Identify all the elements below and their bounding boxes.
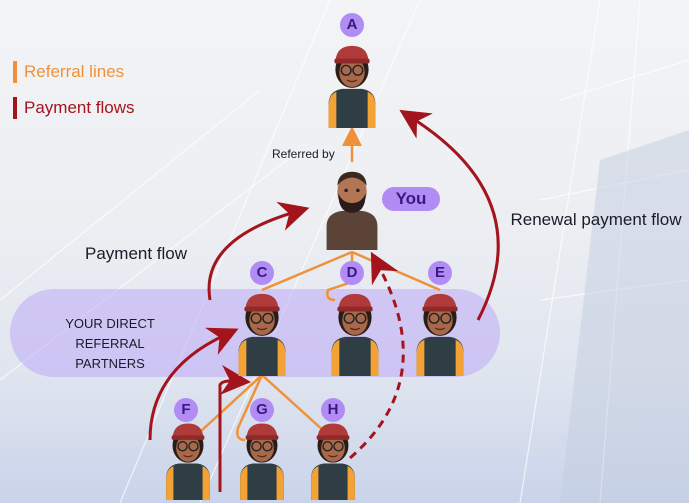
- payment-arrow-h-d: [349, 251, 405, 460]
- avatar-h: [310, 422, 356, 500]
- avatar-a: [327, 45, 377, 128]
- referred-by-label: Referred by: [272, 147, 335, 161]
- node-badge-d: D: [340, 261, 364, 285]
- node-badge-c: C: [250, 261, 274, 285]
- legend-referral-lines: Referral lines: [13, 61, 124, 83]
- referral-line-h-c: [261, 374, 326, 433]
- node-badge-f: F: [174, 398, 198, 422]
- referral-line-g-c: [236, 374, 264, 442]
- renewal-payment-flow-label: Renewal payment flow: [510, 210, 682, 229]
- referral-lines: [199, 126, 441, 442]
- referral-line-d-you: [326, 252, 354, 302]
- referral-line-e-you: [351, 250, 441, 292]
- renewal-arrow-e-a: [399, 109, 500, 321]
- node-badge-a: A: [340, 13, 364, 37]
- direct-partners-label: YOUR DIRECT REFERRAL PARTNERS: [65, 316, 155, 371]
- payment-arrow-f-c: [148, 327, 239, 441]
- referral-line-f-c: [199, 374, 263, 433]
- payment-flow-label: Payment flow: [85, 244, 188, 263]
- avatar-you: [326, 171, 378, 250]
- you-badge: You: [382, 187, 440, 211]
- payment-arrow-c-you: [207, 201, 310, 301]
- node-badge-e: E: [428, 261, 452, 285]
- legend-payment-flows: Payment flows: [13, 97, 135, 119]
- avatar-c: [237, 293, 287, 376]
- payment-arrow-g-c: [218, 364, 251, 492]
- avatar-f: [165, 422, 211, 500]
- node-badge-h: H: [321, 398, 345, 422]
- payment-flows: [148, 109, 500, 492]
- avatar-e: [415, 293, 465, 376]
- avatar-d: [330, 293, 380, 376]
- referral-line-c-you: [261, 250, 353, 292]
- node-badge-g: G: [250, 398, 274, 422]
- avatar-g: [239, 422, 285, 500]
